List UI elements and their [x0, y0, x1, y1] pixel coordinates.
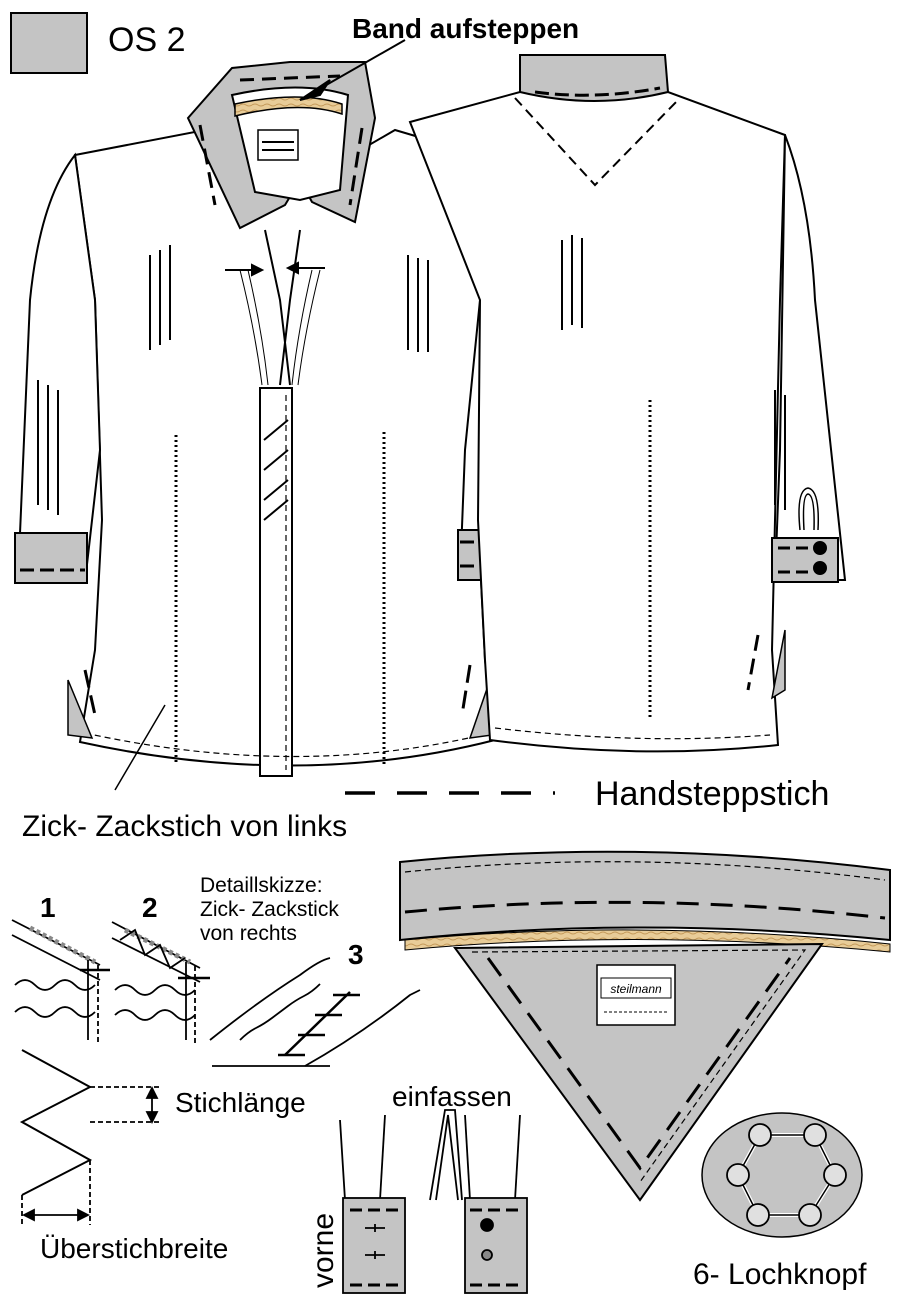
einfassen-label: einfassen: [392, 1081, 512, 1112]
sketch-3: [209, 957, 421, 1067]
front-left-cuff: [14, 532, 88, 584]
six-hole-button: [701, 1112, 863, 1238]
vorne-label: vorne: [307, 1213, 340, 1288]
detail-title-1: Detaillskizze:: [200, 874, 323, 897]
zickzack-links-label: Zick- Zackstich von links: [22, 810, 348, 843]
sketch-1: [11, 919, 110, 1045]
front-placket: [259, 387, 293, 777]
legend-swatch: [10, 12, 88, 74]
step-2-label: 2: [142, 892, 158, 923]
lochknopf-label: 6- Lochknopf: [693, 1258, 867, 1291]
step-3-label: 3: [348, 939, 364, 970]
detail-title-2: Zick- Zackstick: [200, 898, 339, 921]
step-1-label: 1: [40, 892, 56, 923]
back-right-gusset: [770, 629, 786, 700]
collar-detail: [399, 850, 891, 1202]
legend-label: OS 2: [108, 21, 186, 59]
stichlaenge-label: Stichlänge: [175, 1087, 306, 1118]
back-right-cuff: [771, 537, 839, 583]
detail-sketches: [11, 850, 891, 1294]
front-left-gusset: [67, 679, 94, 739]
back-right-sleeve: [773, 134, 847, 581]
front-brand-label: [257, 129, 299, 161]
cuff-detail: [339, 1109, 528, 1294]
back-stitching: [494, 86, 810, 740]
band-aufsteppen-label: Band aufsteppen: [352, 13, 580, 44]
brand-label: steilmann: [610, 982, 662, 996]
collar-band: [234, 96, 343, 117]
back-collar: [519, 54, 670, 102]
handsteppstich-label: Handsteppstich: [595, 775, 830, 813]
front-stitching: [20, 39, 540, 791]
detail-title-3: von rechts: [200, 922, 297, 945]
sketch-2: [111, 921, 210, 1045]
zigzag-diagram: [19, 1049, 160, 1225]
ueberstichbreite-label: Überstichbreite: [40, 1233, 229, 1264]
back-shirt: [408, 54, 847, 753]
